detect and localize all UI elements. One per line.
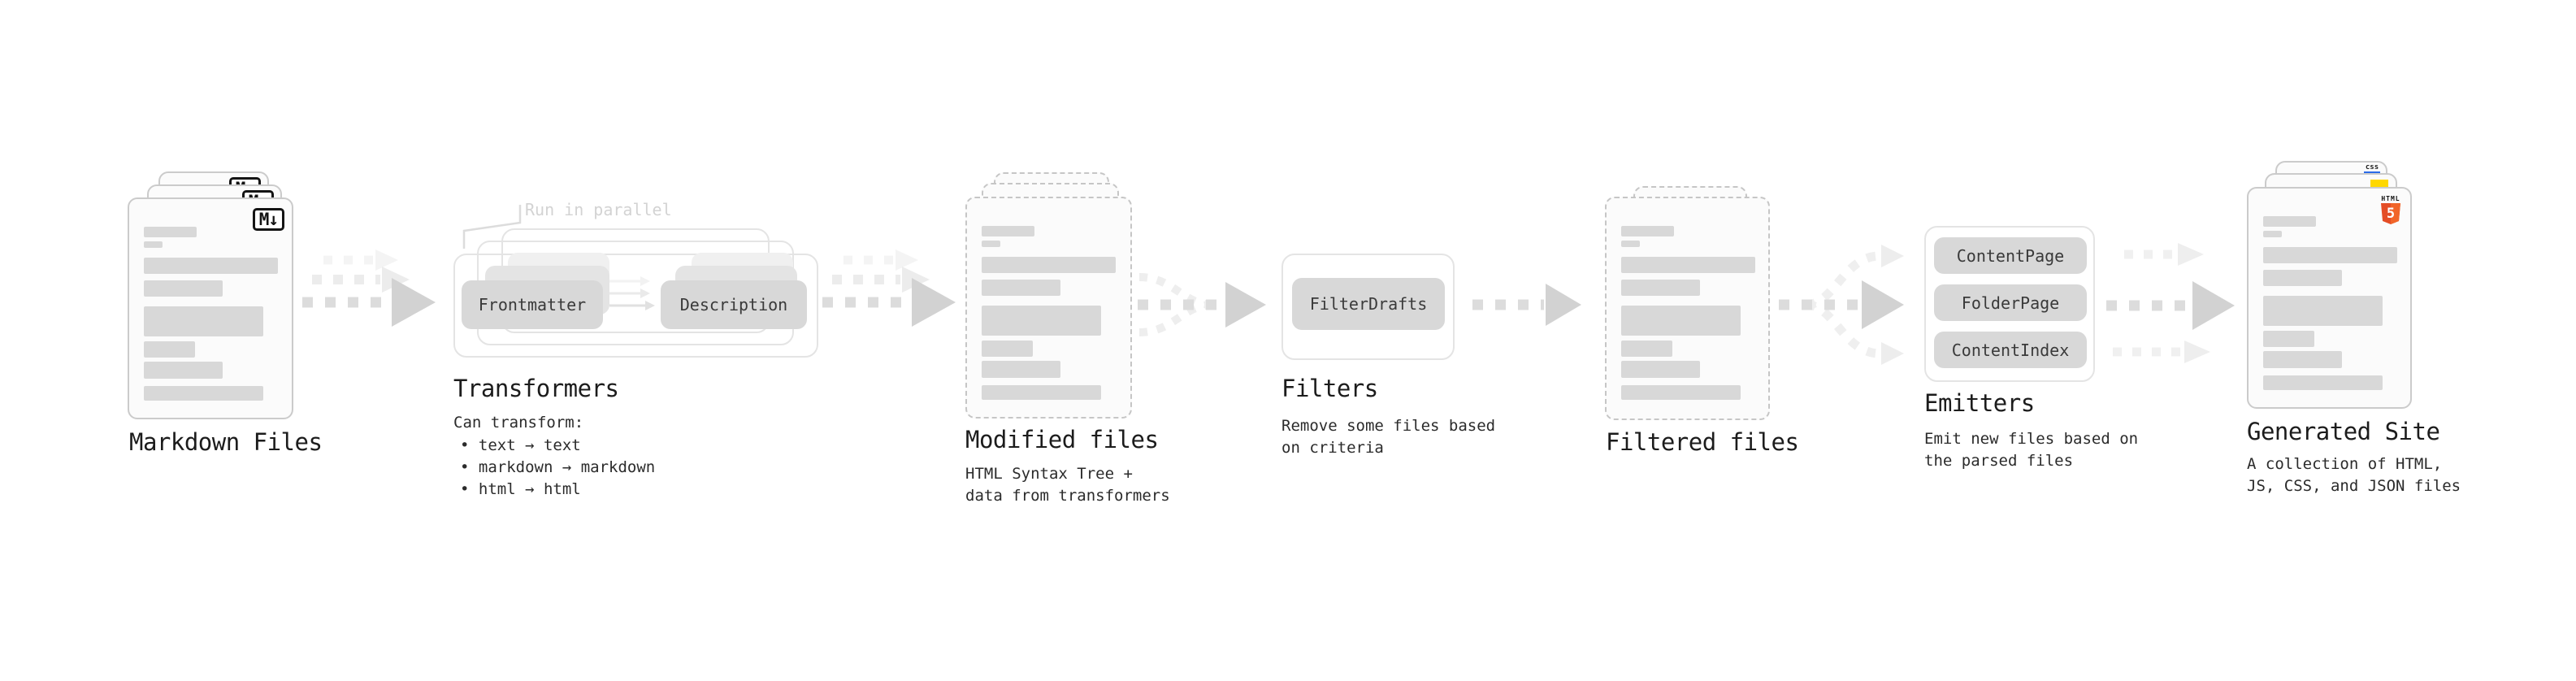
text-line-placeholder [982,340,1033,357]
flow-arrow-emitters-to-generated [2106,243,2235,363]
transformers-label: Transformers [453,375,619,402]
text-line-placeholder [1621,280,1700,296]
text-line-placeholder [2263,216,2316,227]
text-line-placeholder [982,241,1000,247]
description-transformer-chip: Description [661,280,807,329]
text-line-placeholder [2263,270,2342,286]
filtered-file-card-front [1605,197,1770,420]
text-line-placeholder [2263,375,2383,390]
note-connector-line [462,205,522,249]
folder-page-emitter-chip: FolderPage [1934,284,2087,321]
transformers-bullet: • markdown → markdown [460,458,656,476]
text-line-placeholder [144,241,163,248]
emitters-desc-line: the parsed files [1924,452,2074,470]
text-line-placeholder [1621,241,1640,247]
modified-file-card-front [965,197,1132,419]
text-line-placeholder [144,306,263,336]
text-line-placeholder [144,362,223,379]
text-line-placeholder [982,280,1060,296]
transformers-bullet: • html → html [460,480,581,498]
text-line-placeholder [144,280,223,297]
text-line-placeholder [1621,340,1672,357]
js-file-icon [2370,180,2388,189]
modified-files-label: Modified files [965,426,1159,453]
text-line-placeholder [1621,361,1700,378]
filters-desc-line: on criteria [1281,439,1384,457]
text-line-placeholder [2263,231,2282,237]
text-line-placeholder [144,341,195,358]
generated-site-desc-line: JS, CSS, and JSON files [2247,477,2461,495]
markdown-file-card-front: M↓ [128,197,293,419]
text-line-placeholder [1621,385,1741,400]
text-line-placeholder [1621,226,1674,236]
filters-label: Filters [1281,375,1378,402]
text-line-placeholder [144,227,197,237]
transformers-bullet: • text → text [460,436,581,454]
flow-arrow-transformers-to-modified [822,249,956,327]
flow-arrow-fork-filtered-to-emitters [1779,245,1904,365]
filtered-files-label: Filtered files [1606,428,1799,456]
content-index-emitter-chip: ContentIndex [1934,332,2087,368]
filter-drafts-chip: FilterDrafts [1292,278,1445,330]
text-line-placeholder [2263,247,2397,263]
html5-icon: HTML 5 [2379,195,2403,226]
content-page-emitter-chip: ContentPage [1934,237,2087,274]
transformer-run-box-front [453,254,818,358]
modified-files-desc-line: HTML Syntax Tree + [965,465,1133,483]
text-line-placeholder [982,306,1101,336]
transformers-desc-title: Can transform: [453,414,584,432]
text-line-placeholder [982,361,1060,378]
flow-arrow-markdown-to-transformers [302,249,436,327]
filters-box [1281,254,1455,360]
filters-desc-line: Remove some files based [1281,417,1496,435]
markdown-icon: M↓ [252,208,284,231]
text-line-placeholder [982,226,1034,236]
frontmatter-transformer-chip: Frontmatter [462,280,603,329]
emitters-label: Emitters [1924,389,2035,417]
modified-files-desc-line: data from transformers [965,487,1170,505]
text-line-placeholder [1621,257,1755,273]
text-line-placeholder [982,385,1101,400]
flow-arrow-merge-modified-to-filters [1138,273,1266,336]
parallel-arrows-icon [609,276,655,310]
text-line-placeholder [2263,331,2314,347]
text-line-placeholder [2263,351,2342,368]
generated-site-label: Generated Site [2247,418,2440,445]
html-file-card-front: HTML 5 [2247,187,2412,409]
text-line-placeholder [982,257,1116,273]
text-line-placeholder [144,258,278,274]
run-in-parallel-note: Run in parallel [525,200,672,219]
flow-arrow-filters-to-filtered [1472,284,1581,326]
emitters-box [1924,226,2095,382]
text-line-placeholder [2263,296,2383,326]
emitters-desc-line: Emit new files based on [1924,430,2139,448]
text-line-placeholder [144,386,263,401]
markdown-files-label: Markdown Files [129,428,323,456]
text-line-placeholder [1621,306,1741,336]
generated-site-desc-line: A collection of HTML, [2247,455,2443,473]
